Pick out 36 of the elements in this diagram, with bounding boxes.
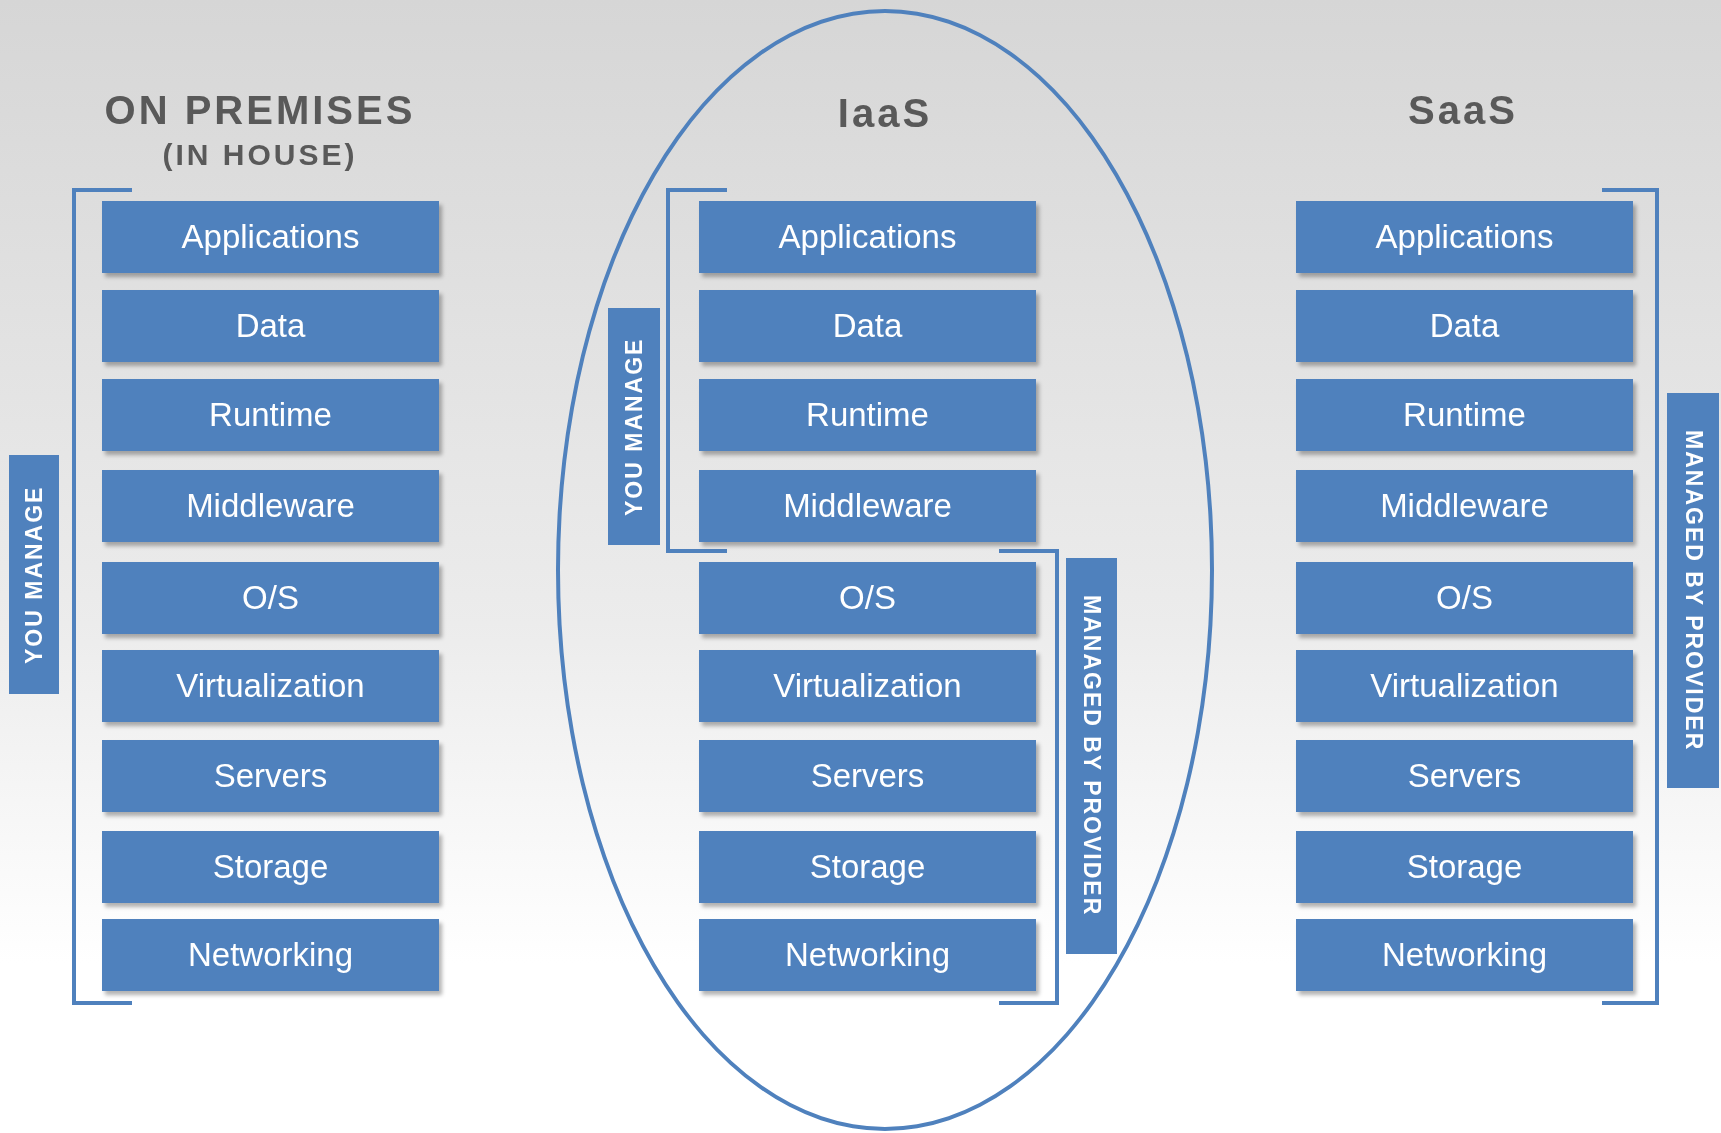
layer-box: Runtime	[102, 379, 439, 451]
layer-box: Virtualization	[699, 650, 1036, 722]
layer-box: Runtime	[699, 379, 1036, 451]
layer-box: Networking	[699, 919, 1036, 991]
layer-box: Storage	[1296, 831, 1633, 903]
layer-box: Virtualization	[102, 650, 439, 722]
layer-box: Storage	[102, 831, 439, 903]
responsibility-tag: YOU MANAGE	[608, 308, 660, 545]
layer-box: Data	[699, 290, 1036, 362]
layer-box: Networking	[1296, 919, 1633, 991]
layer-box: Middleware	[102, 470, 439, 542]
layer-box: Applications	[699, 201, 1036, 273]
layer-box: Networking	[102, 919, 439, 991]
layer-box: Data	[102, 290, 439, 362]
column-title: SaaS	[1408, 88, 1518, 133]
layer-box: Data	[1296, 290, 1633, 362]
layer-box: Storage	[699, 831, 1036, 903]
layer-box: Runtime	[1296, 379, 1633, 451]
responsibility-tag: MANAGED BY PROVIDER	[1667, 393, 1719, 788]
layer-box: Servers	[1296, 740, 1633, 812]
responsibility-tag: MANAGED BY PROVIDER	[1066, 558, 1117, 954]
layer-box: Virtualization	[1296, 650, 1633, 722]
layer-box: O/S	[1296, 562, 1633, 634]
layer-box: Middleware	[699, 470, 1036, 542]
highlight-ellipse	[556, 9, 1214, 1131]
layer-box: O/S	[699, 562, 1036, 634]
column-title: ON PREMISES	[104, 88, 416, 133]
responsibility-tag: YOU MANAGE	[9, 455, 59, 694]
layer-box: O/S	[102, 562, 439, 634]
layer-box: Servers	[102, 740, 439, 812]
layer-box: Applications	[102, 201, 439, 273]
column-title: (IN HOUSE)	[162, 138, 358, 172]
layer-box: Servers	[699, 740, 1036, 812]
column-title: IaaS	[837, 91, 933, 136]
layer-box: Applications	[1296, 201, 1633, 273]
layer-box: Middleware	[1296, 470, 1633, 542]
